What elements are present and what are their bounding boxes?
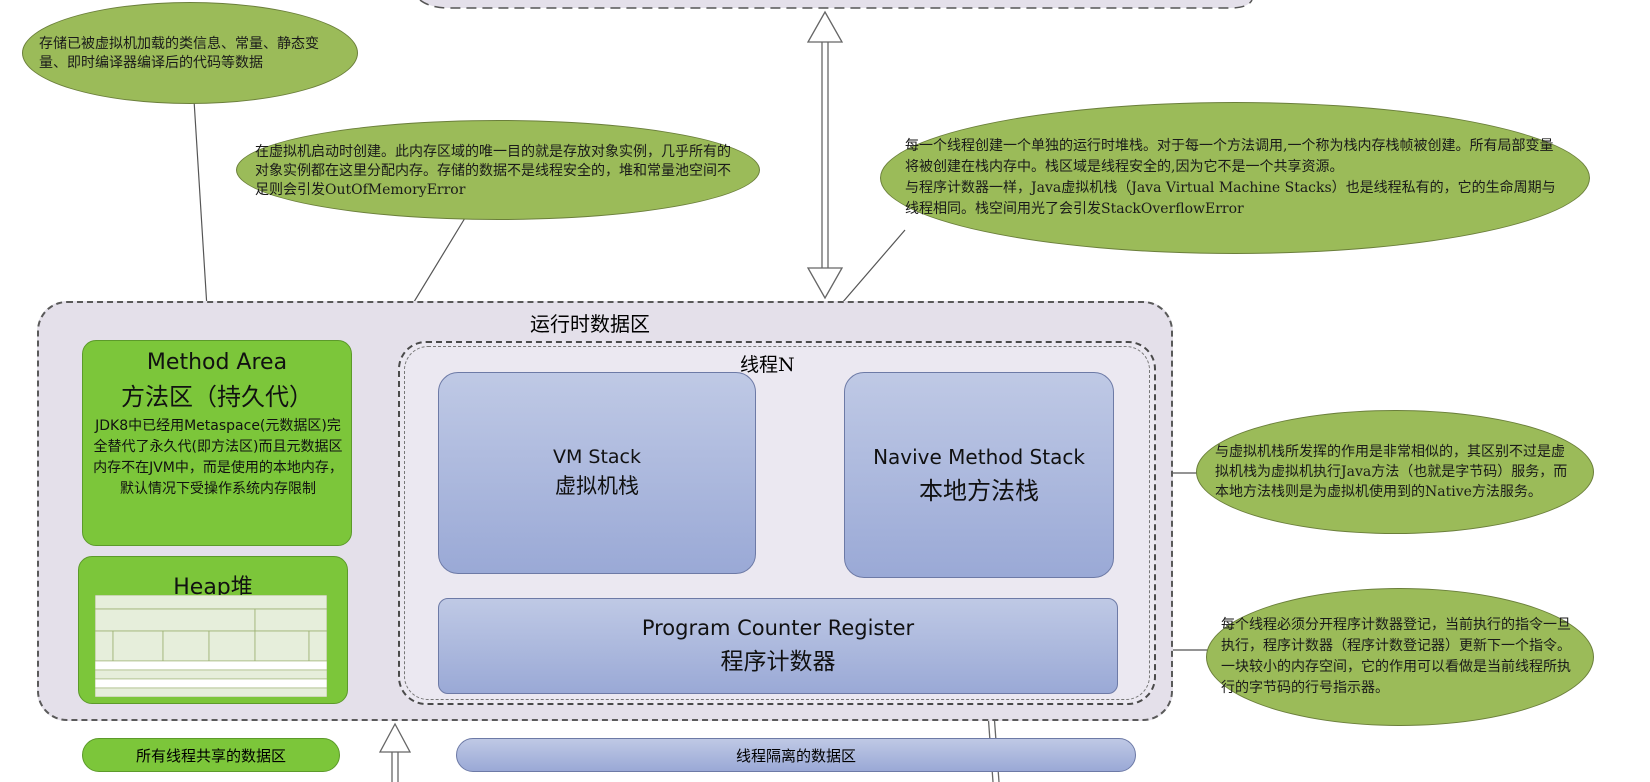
legend-shared-label: 所有线程共享的数据区 bbox=[135, 746, 286, 765]
method-area-title-cn: 方法区（持久代） bbox=[121, 383, 313, 411]
method-area-box: Method Area 方法区（持久代） JDK8中已经用Metaspace(元… bbox=[82, 340, 352, 546]
native-stack-title-cn: 本地方法栈 bbox=[919, 476, 1039, 505]
pc-register-title-en: Program Counter Register bbox=[641, 616, 915, 640]
method-area-callout-text: 存储已被虚拟机加载的类信息、常量、静态变量、即时编译器编译后的代码等数据 bbox=[39, 36, 319, 71]
vm-stack-title-en: VM Stack bbox=[552, 446, 642, 468]
method-area-callout: 存储已被虚拟机加载的类信息、常量、静态变量、即时编译器编译后的代码等数据 bbox=[22, 2, 358, 104]
arrow-up-shared bbox=[378, 722, 412, 782]
vm-stack-box: VM Stack 虚拟机栈 bbox=[438, 372, 756, 574]
thread-title: 线程N bbox=[740, 354, 795, 376]
heap-callout: 在虚拟机启动时创建。此内存区域的唯一目的就是存放对象实例，几乎所有的对象实例都在… bbox=[236, 120, 760, 220]
double-arrow-top bbox=[806, 10, 844, 300]
method-area-title-en: Method Area bbox=[146, 350, 288, 375]
thread-area-inner-border bbox=[404, 346, 1150, 700]
legend-isolated-label: 线程隔离的数据区 bbox=[735, 746, 856, 765]
heap-structure-thumbnail bbox=[95, 595, 327, 697]
pc-callout-text: 每个线程必须分开程序计数器登记，当前执行的指令一旦执行，程序计数器（程序计数登记… bbox=[1221, 617, 1571, 696]
pc-register-box: Program Counter Register 程序计数器 bbox=[438, 598, 1118, 694]
pc-callout: 每个线程必须分开程序计数器登记，当前执行的指令一旦执行，程序计数器（程序计数登记… bbox=[1206, 588, 1594, 726]
native-stack-callout-text: 与虚拟机栈所发挥的作用是非常相似的，其区别不过是虚拟机栈为虚拟机执行Java方法… bbox=[1215, 444, 1568, 500]
pc-register-title-cn: 程序计数器 bbox=[720, 649, 836, 675]
heap-box: Heap堆 bbox=[78, 556, 348, 704]
method-area-desc: JDK8中已经用Metaspace(元数据区)完全替代了永久代(即方法区)而且元… bbox=[93, 418, 343, 497]
heap-callout-text: 在虚拟机启动时创建。此内存区域的唯一目的就是存放对象实例，几乎所有的对象实例都在… bbox=[255, 143, 731, 198]
legend-shared-area: 所有线程共享的数据区 bbox=[82, 738, 340, 772]
vm-stack-callout-line1: 每一个线程创建一个单独的运行时堆栈。对于每一个方法调用,一个称为栈内存栈帧被创建… bbox=[905, 138, 1554, 175]
vm-stack-callout-line2: 与程序计数器一样，Java虚拟机栈（Java Virtual Machine S… bbox=[905, 180, 1556, 217]
runtime-title: 运行时数据区 bbox=[530, 312, 650, 336]
vm-stack-callout: 每一个线程创建一个单独的运行时堆栈。对于每一个方法调用,一个称为栈内存栈帧被创建… bbox=[880, 102, 1590, 254]
vm-stack-callout-text: 每一个线程创建一个单独的运行时堆栈。对于每一个方法调用,一个称为栈内存栈帧被创建… bbox=[905, 136, 1563, 220]
native-stack-title-en: Navive Method Stack bbox=[873, 444, 1085, 469]
native-method-stack-box: Navive Method Stack 本地方法栈 bbox=[844, 372, 1114, 578]
native-stack-callout: 与虚拟机栈所发挥的作用是非常相似的，其区别不过是虚拟机栈为虚拟机执行Java方法… bbox=[1196, 410, 1594, 534]
vm-stack-title-cn: 虚拟机栈 bbox=[555, 474, 639, 498]
legend-isolated-area: 线程隔离的数据区 bbox=[456, 738, 1136, 772]
method-note-line bbox=[193, 99, 210, 341]
top-box-fragment bbox=[419, 0, 1253, 9]
